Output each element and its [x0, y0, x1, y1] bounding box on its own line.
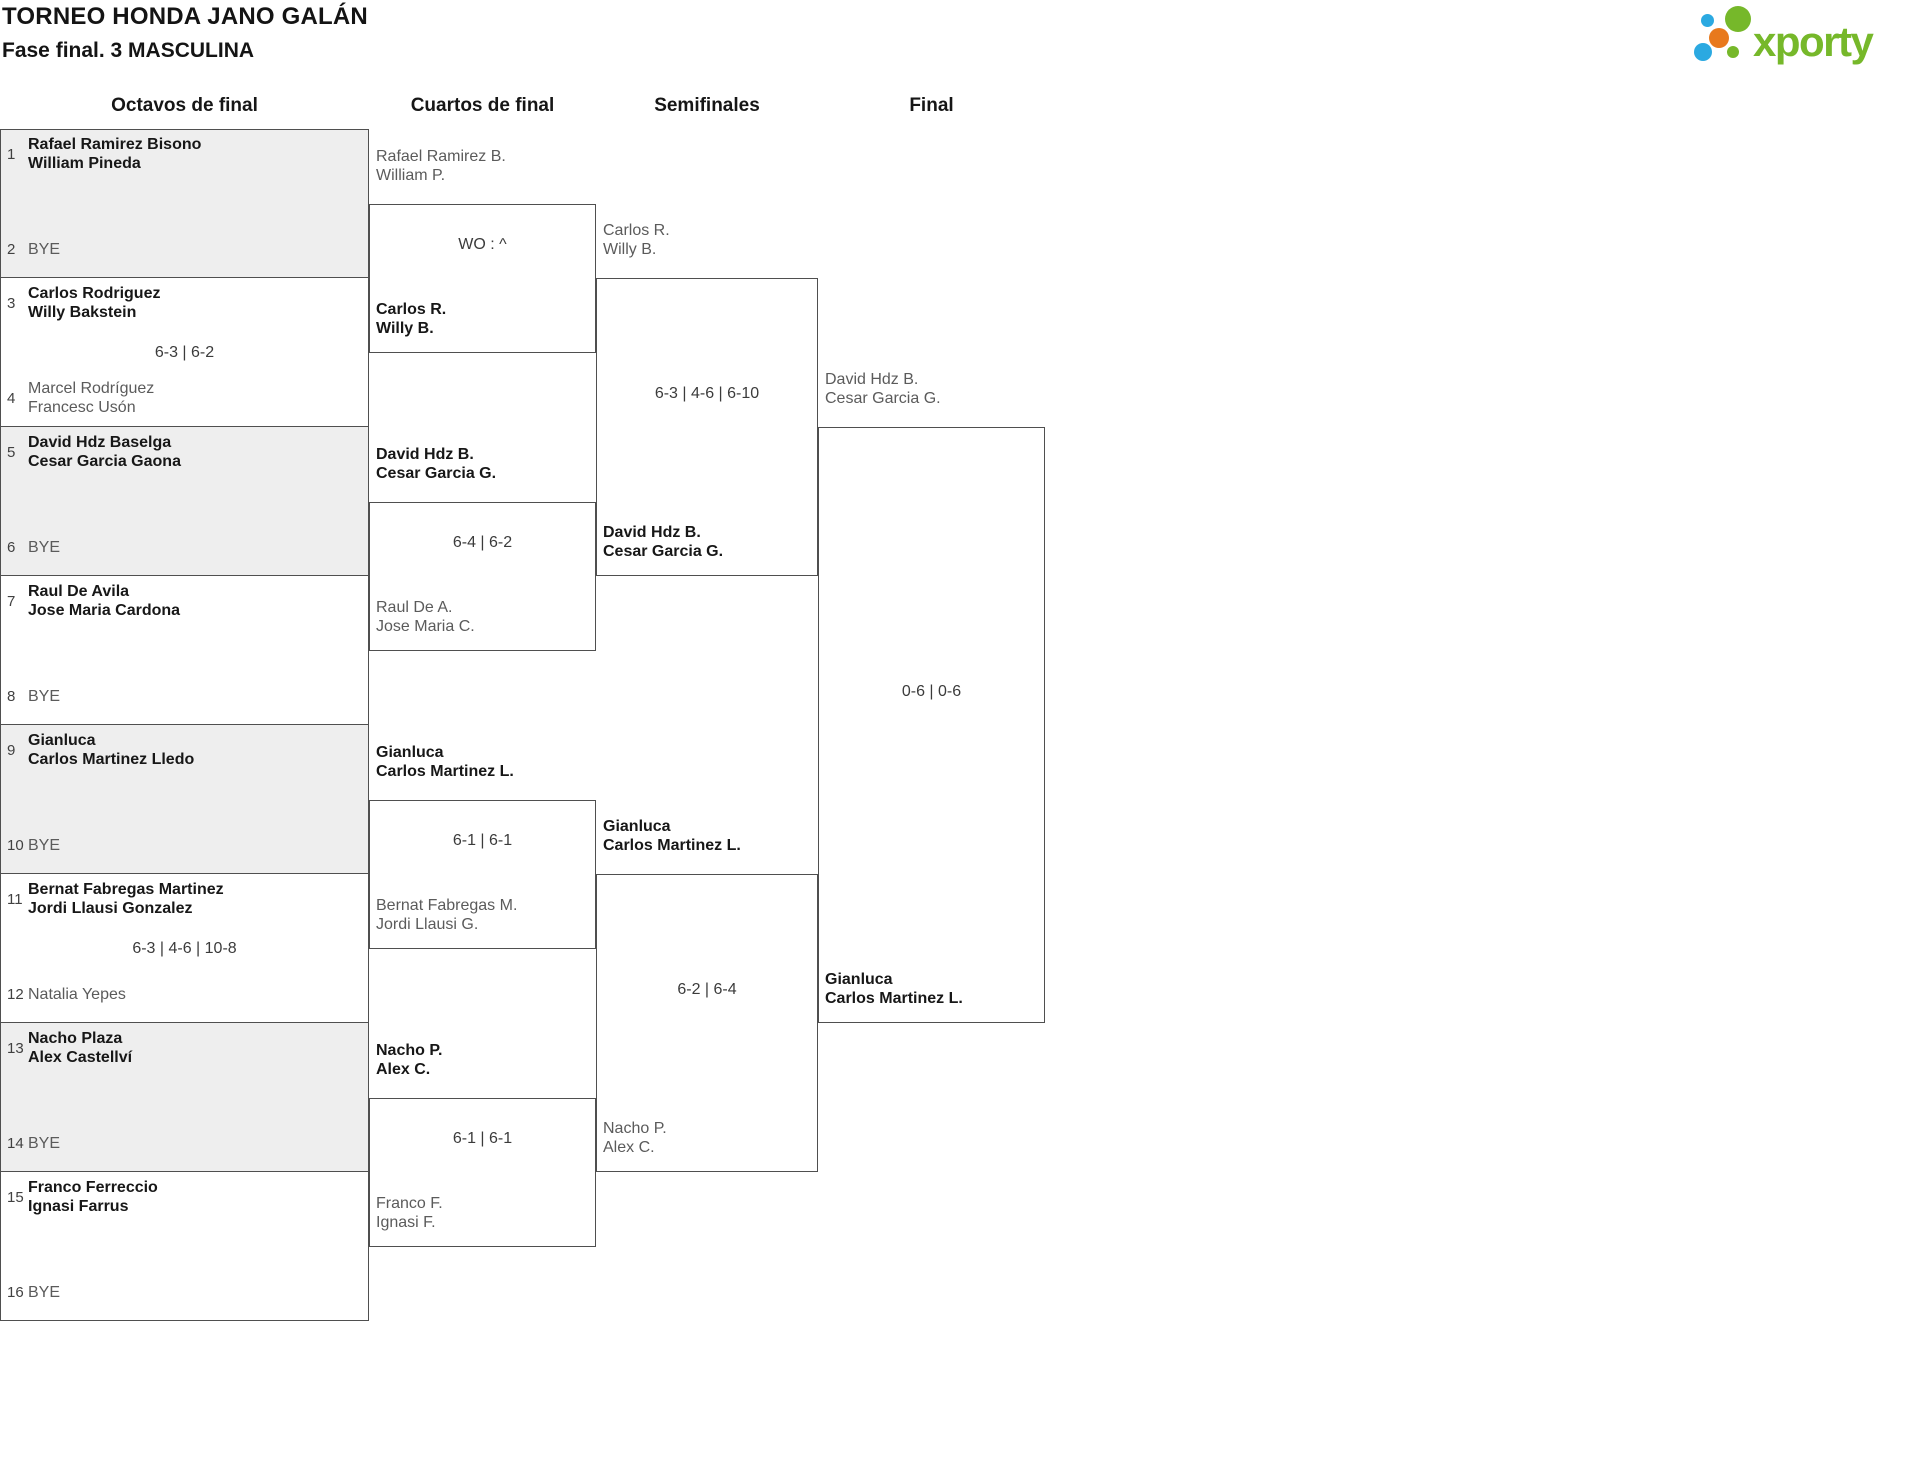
match-box-cuartos-4 [369, 1097, 596, 1247]
team-name: BYE [28, 539, 61, 556]
seed-number: 16 [7, 1284, 24, 1301]
match-box-cuartos-2 [369, 501, 596, 651]
advancing-team-label: David Hdz B.Cesar Garcia G. [376, 445, 497, 482]
logo-dot-icon [1694, 43, 1712, 61]
match-box-cuartos-3 [369, 799, 596, 949]
team-row: 8 BYE [0, 687, 369, 706]
logo-dot-icon [1725, 6, 1751, 32]
team-row: 12 Natalia Yepes [0, 985, 369, 1004]
match-box-octavos-3 [0, 427, 369, 576]
seed-number: 3 [7, 294, 16, 312]
logo-dot-icon [1701, 14, 1714, 27]
match-score: 0-6 | 0-6 [901, 683, 962, 700]
page-subtitle: Fase final. 3 MASCULINA [2, 39, 255, 62]
seed-number: 2 [7, 241, 16, 258]
team-row: 10 BYE [0, 836, 369, 855]
seed-number: 6 [7, 539, 16, 556]
round-header-semifinales: Semifinales [654, 95, 760, 116]
seed-number: 5 [7, 443, 16, 461]
match-score: 6-2 | 6-4 [677, 981, 737, 998]
seed-number: 11 [7, 890, 23, 908]
team-name: BYE [28, 1135, 61, 1152]
advancing-team-label: Nacho P.Alex C. [376, 1041, 443, 1078]
seed-number: 13 [7, 1039, 24, 1057]
advancing-team-label: David Hdz B.Cesar Garcia G. [825, 371, 941, 407]
round-header-final: Final [909, 95, 954, 116]
match-score: 6-3 | 4-6 | 10-8 [132, 940, 237, 957]
seed-number: 10 [7, 837, 24, 854]
advancing-team-label: Rafael Ramirez B.William P. [376, 147, 506, 184]
team-name: Natalia Yepes [28, 986, 126, 1003]
match-box-octavos-8 [0, 1172, 369, 1321]
match-box-octavos-6 [0, 874, 369, 1023]
advancing-team-label: Carlos R.Willy B. [376, 300, 447, 337]
team-name: BYE [28, 688, 61, 705]
page-title: TORNEO HONDA JANO GALÁN [2, 3, 368, 30]
match-box-octavos-2 [0, 278, 369, 427]
seed-number: 1 [7, 145, 16, 163]
team-name: BYE [28, 837, 61, 854]
seed-number: 12 [7, 986, 24, 1003]
team-name: BYE [28, 241, 61, 258]
match-box-semifinal-1 [596, 278, 818, 576]
match-box-octavos-1 [0, 129, 369, 278]
seed-number: 9 [7, 741, 16, 759]
team-name: BYE [28, 1284, 61, 1301]
round-header-cuartos: Cuartos de final [410, 95, 555, 116]
advancing-team-label: Carlos R.Willy B. [603, 222, 670, 258]
match-score: 6-3 | 6-2 [154, 344, 215, 361]
match-box-cuartos-1 [369, 203, 596, 353]
match-box-final [818, 427, 1045, 1023]
match-box-octavos-7 [0, 1023, 369, 1172]
match-box-semifinal-2 [596, 874, 818, 1172]
match-score: WO : ^ [458, 236, 507, 253]
seed-number: 4 [7, 389, 16, 407]
seed-number: 8 [7, 688, 16, 705]
match-score: 6-1 | 6-1 [452, 832, 513, 849]
logo-wordmark: xporty [1753, 18, 1874, 65]
advancing-team-label: Franco F.Ignasi F. [376, 1194, 443, 1231]
match-box-octavos-5 [0, 725, 369, 874]
round-header-octavos: Octavos de final [111, 95, 258, 116]
team-row: 2 BYE [0, 240, 369, 259]
match-score: 6-1 | 6-1 [452, 1130, 513, 1147]
logo-dot-icon [1709, 28, 1729, 48]
seed-number: 15 [7, 1188, 24, 1206]
seed-number: 7 [7, 592, 16, 610]
seed-number: 14 [7, 1135, 24, 1152]
advancing-team-label: Raul De A.Jose Maria C. [376, 598, 475, 635]
match-score: 6-3 | 4-6 | 6-10 [654, 385, 760, 402]
team-row: 14 BYE [0, 1134, 369, 1153]
advancing-team-label: Nacho P.Alex C. [603, 1120, 667, 1156]
team-row: 6 BYE [0, 538, 369, 557]
logo-dot-icon [1727, 46, 1739, 58]
match-score: 6-4 | 6-2 [452, 534, 513, 551]
team-row: 16 BYE [0, 1283, 369, 1302]
advancing-team-label: David Hdz B.Cesar Garcia G. [603, 524, 724, 560]
match-box-octavos-4 [0, 576, 369, 725]
advancing-team-label: Bernat Fabregas M.Jordi Llausi G. [376, 896, 518, 933]
